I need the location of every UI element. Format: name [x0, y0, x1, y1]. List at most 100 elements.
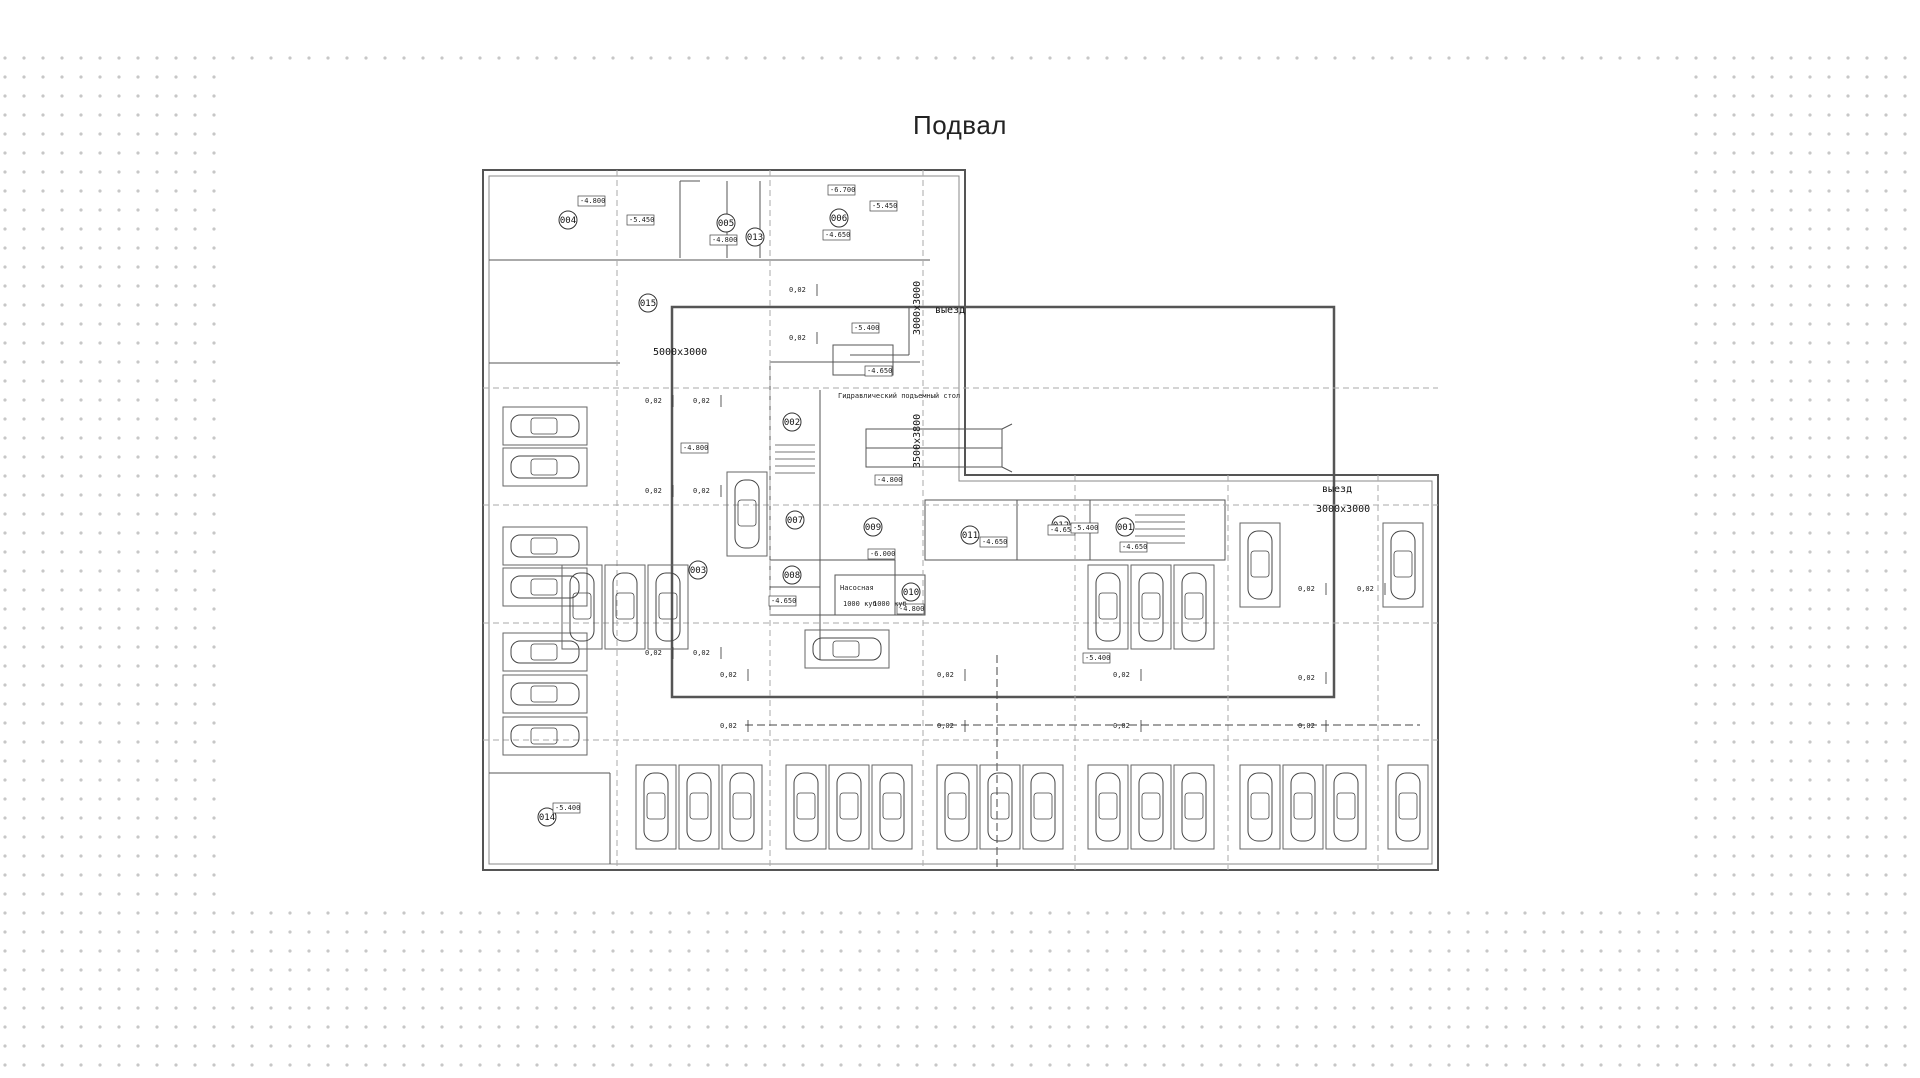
elevation-mark: -5.450: [629, 216, 654, 224]
slope-mark: 0,02: [720, 722, 737, 730]
slope-mark: 0,02: [1113, 671, 1130, 679]
elevation-mark: -5.400: [555, 804, 580, 812]
elevation-mark: -5.400: [1085, 654, 1110, 662]
elevation-mark: -4.650: [982, 538, 1007, 546]
elevation-mark: -4.800: [899, 605, 924, 613]
parked-car: [502, 447, 588, 487]
elevation-mark: -4.650: [867, 367, 892, 375]
inner-enclosure: [670, 305, 1336, 699]
note-tank: Гидравлический подъемный стол: [838, 392, 960, 400]
room-number: 006: [831, 214, 847, 224]
gate-label-5000: 5000x3000: [653, 347, 707, 358]
parked-car: [502, 632, 588, 672]
room-number: 007: [787, 516, 803, 526]
gate-label-3500: 3500x3800: [912, 414, 923, 468]
room-number: 005: [718, 219, 734, 229]
elevation-mark: -6.700: [830, 186, 855, 194]
room-number: 001: [1117, 523, 1133, 533]
parked-car: [502, 567, 588, 607]
parked-car: [502, 526, 588, 566]
slope-mark: 0,02: [937, 722, 954, 730]
elevation-mark: -5.450: [872, 202, 897, 210]
elevation-mark: -4.650: [1122, 543, 1147, 551]
note-pump1: Насосная: [840, 584, 874, 592]
elevation-mark: -4.650: [825, 231, 850, 239]
slope-mark: 0,02: [1298, 674, 1315, 682]
parked-car: [1173, 564, 1215, 650]
room-number: 013: [747, 233, 763, 243]
slope-mark: 0,02: [937, 671, 954, 679]
parked-car: [1130, 764, 1172, 850]
elevation-mark: -4.800: [683, 444, 708, 452]
parked-car: [1087, 764, 1129, 850]
elevation-mark: -5.400: [1073, 524, 1098, 532]
slope-mark: 0,02: [789, 286, 806, 294]
slope-mark: 0,02: [693, 649, 710, 657]
page-title: Подвал: [913, 110, 1007, 140]
parked-car: [828, 764, 870, 850]
exit-label-top: выезд: [935, 305, 965, 316]
parked-car: [1173, 764, 1215, 850]
parked-car: [721, 764, 763, 850]
slope-mark: 0,02: [645, 397, 662, 405]
note-pump2: 1000 куб: [843, 600, 877, 608]
outer-wall: [482, 169, 1439, 871]
parked-car: [1325, 764, 1367, 850]
parked-car: [502, 674, 588, 714]
slope-labels: 0,02 0,02 0,02 0,02 0,02 0,02 0,02 0,02 0,02 0,02…: [645, 284, 1386, 732]
parked-car: [804, 629, 890, 669]
exit-label-right: выезд: [1322, 484, 1352, 495]
parked-car: [1130, 564, 1172, 650]
gate-label-3000-right: 3000x3000: [1316, 504, 1370, 515]
parked-car: [1282, 764, 1324, 850]
elevation-mark: -6.000: [870, 550, 895, 558]
parking-spaces: [502, 406, 1429, 850]
parked-car: [726, 471, 768, 557]
parked-car: [785, 764, 827, 850]
elevation-mark: -4.650: [771, 597, 796, 605]
parked-car: [1382, 522, 1424, 608]
slope-mark: 0,02: [1298, 585, 1315, 593]
room-number: 011: [962, 531, 978, 541]
elevation-mark: -4.800: [712, 236, 737, 244]
elevation-mark: -4.650: [1050, 526, 1075, 534]
room-number: 008: [784, 571, 800, 581]
parked-car: [647, 564, 689, 650]
elevation-labels: -4.800-5.450-4.800-6.700-5.450-4.650-5.4…: [552, 184, 1148, 814]
room-number: 004: [560, 216, 576, 226]
slope-mark: 0,02: [789, 334, 806, 342]
parked-car: [1022, 764, 1064, 850]
slope-mark: 0,02: [693, 487, 710, 495]
parked-car: [561, 564, 603, 650]
room-number: 009: [865, 523, 881, 533]
room-number: 015: [640, 299, 656, 309]
parked-car: [1087, 564, 1129, 650]
parked-car: [936, 764, 978, 850]
slope-mark: 0,02: [1298, 722, 1315, 730]
parked-car: [979, 764, 1021, 850]
elevation-mark: -4.800: [580, 197, 605, 205]
room-number: 003: [690, 566, 706, 576]
slope-mark: 0,02: [1113, 722, 1130, 730]
parked-car: [1387, 764, 1429, 850]
gate-label-3000-top: 3000x3000: [912, 281, 923, 335]
parked-car: [1239, 522, 1281, 608]
elevation-mark: -5.400: [854, 324, 879, 332]
elevation-mark: -4.800: [877, 476, 902, 484]
slope-mark: 0,02: [693, 397, 710, 405]
parked-car: [1239, 764, 1281, 850]
parked-car: [635, 764, 677, 850]
parked-car: [604, 564, 646, 650]
room-labels: 0010020030040050060070080090100110120130…: [537, 208, 1135, 827]
parked-car: [871, 764, 913, 850]
slope-mark: 0,02: [645, 649, 662, 657]
slope-mark: 0,02: [720, 671, 737, 679]
slope-mark: 0,02: [645, 487, 662, 495]
room-number: 002: [784, 418, 800, 428]
parked-car: [678, 764, 720, 850]
parked-car: [502, 406, 588, 446]
note-pump3: 1000 куб: [873, 600, 907, 608]
slope-mark: 0,02: [1357, 585, 1374, 593]
